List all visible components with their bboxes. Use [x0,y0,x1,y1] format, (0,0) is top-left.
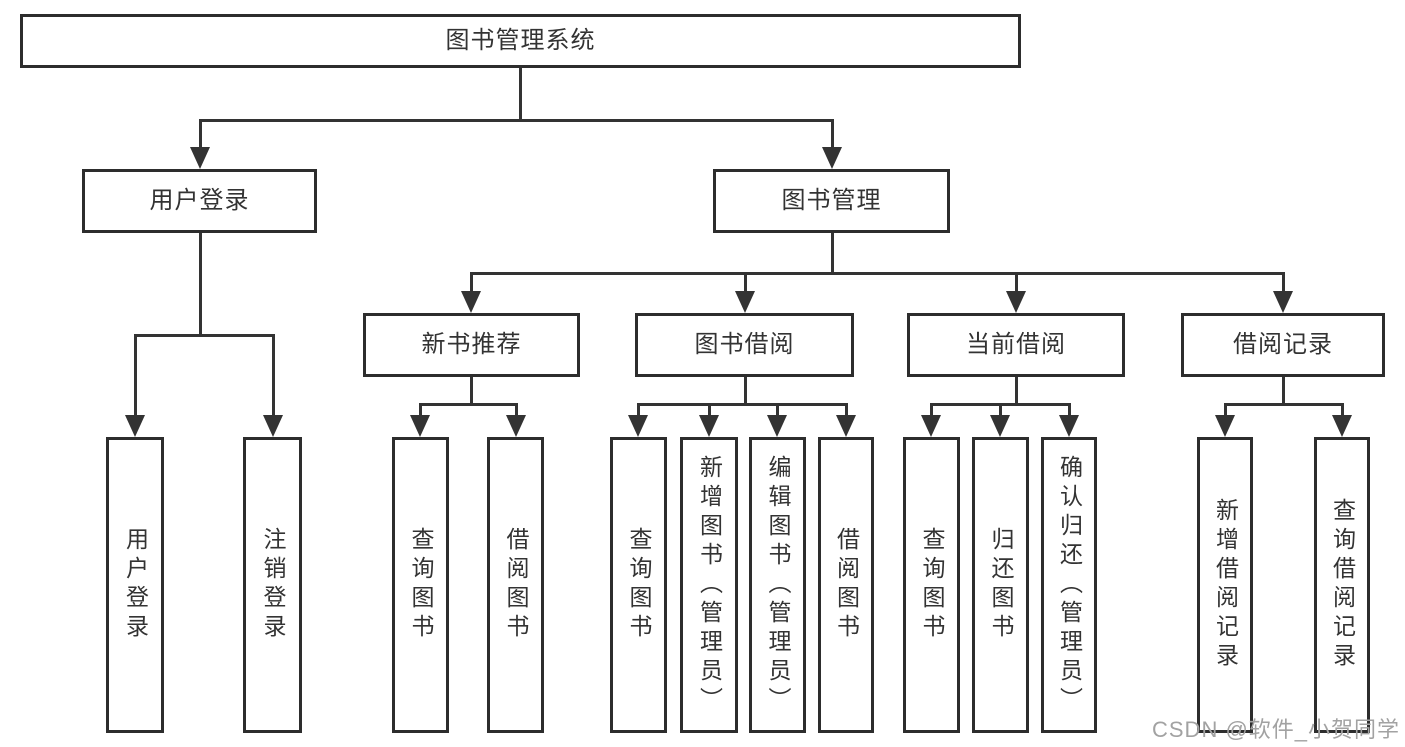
node-v-confirm-return: 确认归还（管理员） [1041,437,1097,733]
connector-drop-borrow-records-1 [1340,404,1344,417]
connector-drop-current-borrow-1 [998,404,1002,417]
connector-drop-root-0 [198,120,202,149]
node-v-borrow-books-1: 借阅图书 [487,437,544,733]
node-book-borrow: 图书借阅 [635,313,854,377]
connector-rail-book-borrow [636,402,848,406]
arrow-down-icon [1332,415,1352,437]
node-new-book-recommend: 新书推荐 [363,313,580,377]
arrow-down-icon [1215,415,1235,437]
arrow-down-icon [628,415,648,437]
connector-drop-book-borrow-1 [707,404,711,417]
connector-rail-new-book-recommend [418,402,518,406]
connector-drop-current-borrow-2 [1067,404,1071,417]
node-current-borrow: 当前借阅 [907,313,1125,377]
connector-drop-new-book-recommend-0 [418,404,422,417]
node-v-add-books: 新增图书（管理员） [680,437,738,733]
node-v-logout: 注销登录 [243,437,302,733]
connector-stem-user-login [198,233,202,335]
arrow-down-icon [410,415,430,437]
node-v-return-books: 归还图书 [972,437,1029,733]
connector-stem-borrow-records [1281,377,1285,404]
node-v-edit-books: 编辑图书（管理员） [749,437,806,733]
arrow-down-icon [506,415,526,437]
connector-stem-root [518,68,522,120]
arrow-down-icon [1273,291,1293,313]
connector-stem-new-book-recommend [469,377,473,404]
node-v-query-books-1: 查询图书 [392,437,449,733]
connector-drop-new-book-recommend-1 [514,404,518,417]
connector-drop-user-login-0 [133,335,137,417]
arrow-down-icon [836,415,856,437]
connector-drop-root-1 [830,120,834,149]
arrow-down-icon [1059,415,1079,437]
node-v-user-login: 用户登录 [106,437,164,733]
arrow-down-icon [767,415,787,437]
node-v-query-books-3: 查询图书 [903,437,960,733]
arrow-down-icon [125,415,145,437]
arrow-down-icon [822,147,842,169]
connector-stem-book-borrow [743,377,747,404]
connector-drop-book-management-1 [743,273,747,293]
arrow-down-icon [190,147,210,169]
node-borrow-records: 借阅记录 [1181,313,1385,377]
connector-stem-current-borrow [1014,377,1018,404]
connector-drop-book-borrow-2 [775,404,779,417]
connector-rail-book-management [469,271,1285,275]
connector-stem-book-management [830,233,834,273]
node-book-management: 图书管理 [713,169,950,233]
connector-drop-book-management-2 [1014,273,1018,293]
connector-rail-root [198,118,834,122]
connector-drop-current-borrow-0 [929,404,933,417]
connector-drop-book-borrow-3 [844,404,848,417]
node-v-query-borrow-rec: 查询借阅记录 [1314,437,1370,733]
connector-drop-book-management-3 [1281,273,1285,293]
arrow-down-icon [1006,291,1026,313]
arrow-down-icon [699,415,719,437]
arrow-down-icon [990,415,1010,437]
connector-rail-borrow-records [1223,402,1344,406]
connector-rail-user-login [133,333,275,337]
node-v-borrow-books-2: 借阅图书 [818,437,874,733]
arrow-down-icon [735,291,755,313]
connector-drop-user-login-1 [271,335,275,417]
node-root: 图书管理系统 [20,14,1021,68]
node-user-login: 用户登录 [82,169,317,233]
arrow-down-icon [921,415,941,437]
connector-drop-borrow-records-0 [1223,404,1227,417]
connector-drop-book-borrow-0 [636,404,640,417]
arrow-down-icon [461,291,481,313]
connector-drop-book-management-0 [469,273,473,293]
node-v-query-books-2: 查询图书 [610,437,667,733]
node-v-add-borrow-rec: 新增借阅记录 [1197,437,1253,733]
arrow-down-icon [263,415,283,437]
